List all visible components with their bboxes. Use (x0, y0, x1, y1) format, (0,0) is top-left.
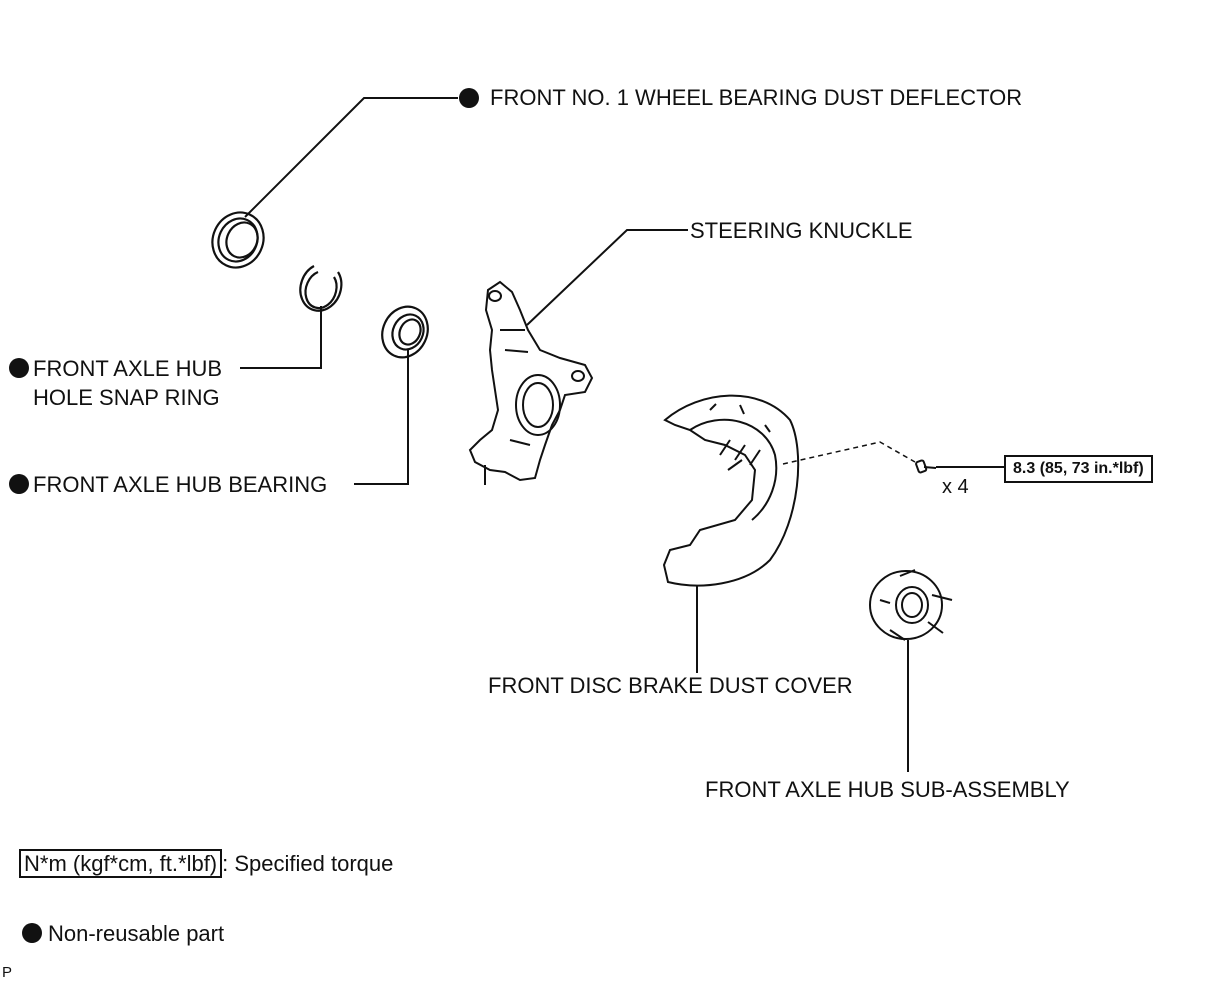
leader-dust-deflector (244, 97, 458, 218)
bolt-quantity: x 4 (942, 476, 969, 498)
filled-circle-icon (22, 923, 42, 944)
label-dust-cover: FRONT DISC BRAKE DUST COVER (488, 673, 853, 698)
leader-bolt-dashed (782, 441, 916, 465)
corner-mark: P (2, 964, 13, 981)
filled-circle-icon (459, 88, 479, 108)
steering-knuckle-part (468, 280, 594, 485)
label-dust-deflector: FRONT NO. 1 WHEEL BEARING DUST DEFLECTOR (490, 85, 1023, 110)
leader-hub-bearing (354, 350, 409, 485)
legend-non-reusable-text: Non-reusable part (48, 921, 225, 946)
legend-torque-unit-box: N*m (kgf*cm, ft.*lbf) (19, 849, 223, 878)
leader-steering-knuckle (526, 229, 688, 326)
filled-circle-icon (9, 358, 29, 378)
label-snap-ring-line1: FRONT AXLE HUB (33, 356, 223, 381)
label-hub-bearing: FRONT AXLE HUB BEARING (33, 472, 328, 497)
bolt-part (915, 459, 937, 474)
label-steering-knuckle: STEERING KNUCKLE (690, 218, 913, 243)
snap-ring-part (299, 265, 343, 312)
leader-snap-ring (240, 306, 322, 369)
legend-non-reusable: Non-reusable part (22, 921, 224, 947)
torque-spec-box: 8.3 (85, 73 in.*lbf) (1004, 455, 1153, 483)
hub-sub-assembly-part (869, 569, 953, 641)
filled-circle-icon (9, 474, 29, 494)
hub-bearing-part (381, 305, 429, 359)
legend-torque-desc: : Specified torque (222, 851, 394, 876)
dust-deflector-part (211, 211, 265, 269)
dust-cover-part (662, 394, 800, 587)
label-snap-ring-line2: HOLE SNAP RING (33, 385, 220, 410)
label-hub-sub-assembly: FRONT AXLE HUB SUB-ASSEMBLY (705, 777, 1070, 802)
legend-torque: N*m (kgf*cm, ft.*lbf): Specified torque (19, 849, 394, 878)
